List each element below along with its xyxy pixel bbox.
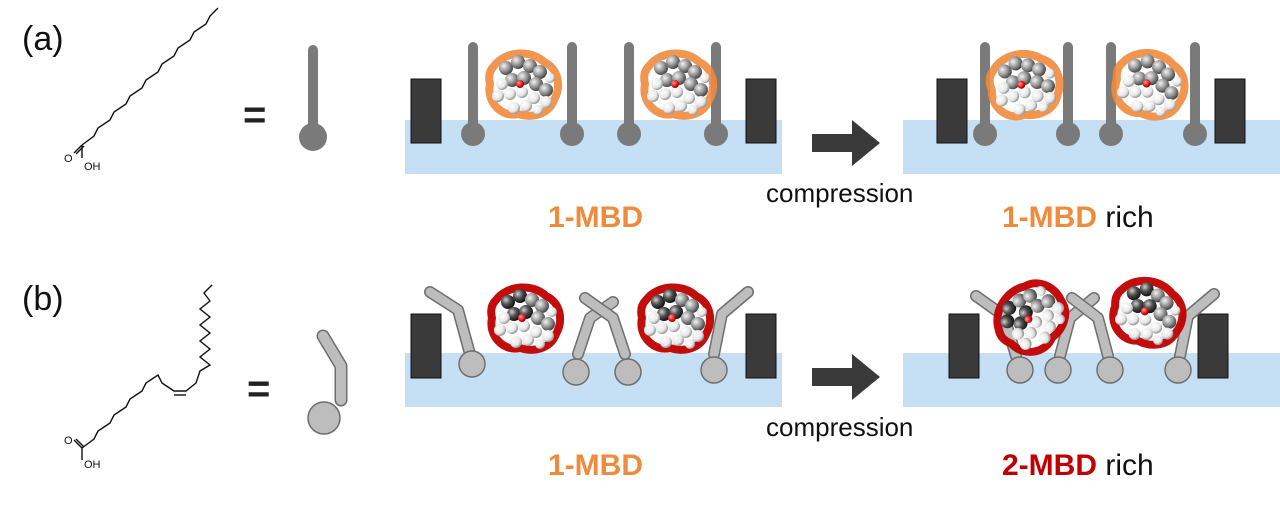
mbd-molecule [491,287,560,349]
right-caption-bold: 2-MBD [1002,449,1097,482]
right-caption-plain: rich [1097,201,1154,234]
compression-arrow-icon [812,354,880,400]
right-caption-bold: 1-MBD [1002,201,1097,234]
lipid [1066,292,1124,384]
carbonyl-oxygen-label: O [64,153,73,165]
oleic-acid-structure: O OH [64,284,213,471]
stearic-lipid-icon [299,45,327,151]
trough-before-compression [405,287,782,407]
lipid [1183,42,1207,146]
carbonyl-oxygen-label: O [64,435,73,447]
barrier-right [1197,313,1229,379]
compression-label: compression [766,178,913,208]
oleic-monolayer [424,286,754,386]
compression-arrow-icon [812,120,880,166]
mbd-molecule [1109,276,1188,349]
hydroxyl-label: OH [84,459,101,471]
trough-after-compression [903,270,1280,407]
panel-a: (a) O OH = [22,7,1280,234]
trough-after-compression [903,42,1280,174]
oleic-lipid-icon [307,329,348,435]
stearic-monolayer [973,42,1207,146]
mbd-molecule [986,48,1065,121]
barrier-right [745,313,777,379]
barrier-right [745,78,777,144]
lipid [579,292,642,386]
barrier-left [410,313,442,379]
lipid [617,42,641,146]
barrier-right [1214,78,1246,144]
panel-b: (b) O OH = [22,270,1280,482]
lipid [560,42,584,146]
lipid [1099,42,1123,146]
trough-before-compression [405,42,782,174]
mbd-molecule [1112,49,1189,120]
barrier-left [936,78,968,144]
compression-label: compression [766,412,913,442]
lipid [1164,288,1220,384]
lipid [700,286,754,384]
equals-sign: = [243,93,266,137]
lipid [1056,42,1080,146]
right-caption: 1-MBD rich [1002,201,1154,234]
mbd-molecule [641,287,710,349]
stearic-acid-structure: O OH [64,7,219,173]
left-caption: 1-MBD [548,449,643,482]
left-caption: 1-MBD [548,201,643,234]
barrier-left [948,313,980,379]
panel-a-label: (a) [22,20,64,58]
hydroxyl-label: OH [84,161,101,173]
right-caption: 2-MBD rich [1002,449,1154,482]
lipid [973,42,997,146]
mbd-molecule [489,53,558,115]
mbd-molecule [644,53,713,115]
right-caption-plain: rich [1097,449,1154,482]
stearic-monolayer [461,42,728,146]
panel-b-label: (b) [22,280,64,318]
lipid [461,42,485,146]
equals-sign: = [247,367,270,411]
lipid [424,286,486,378]
barrier-left [410,78,442,144]
